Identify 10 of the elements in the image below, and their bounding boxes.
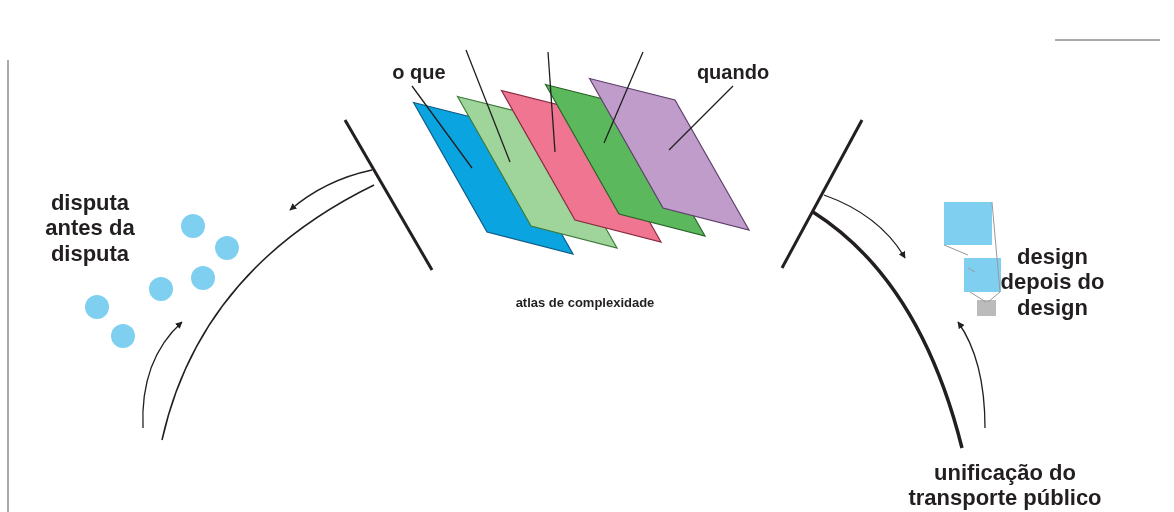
leader-line [668,85,734,151]
leader-line [411,85,473,169]
label-text: o que [390,61,448,84]
label-text: quando [690,61,776,84]
leader-line [465,49,511,163]
label-text: disputa antes da disputa [30,190,150,266]
caption-text: atlas de complexidade [514,296,656,311]
label-text: unificação do transporte público [880,460,1130,511]
leader-line [603,51,644,144]
label-text: design depois do design [985,244,1120,320]
